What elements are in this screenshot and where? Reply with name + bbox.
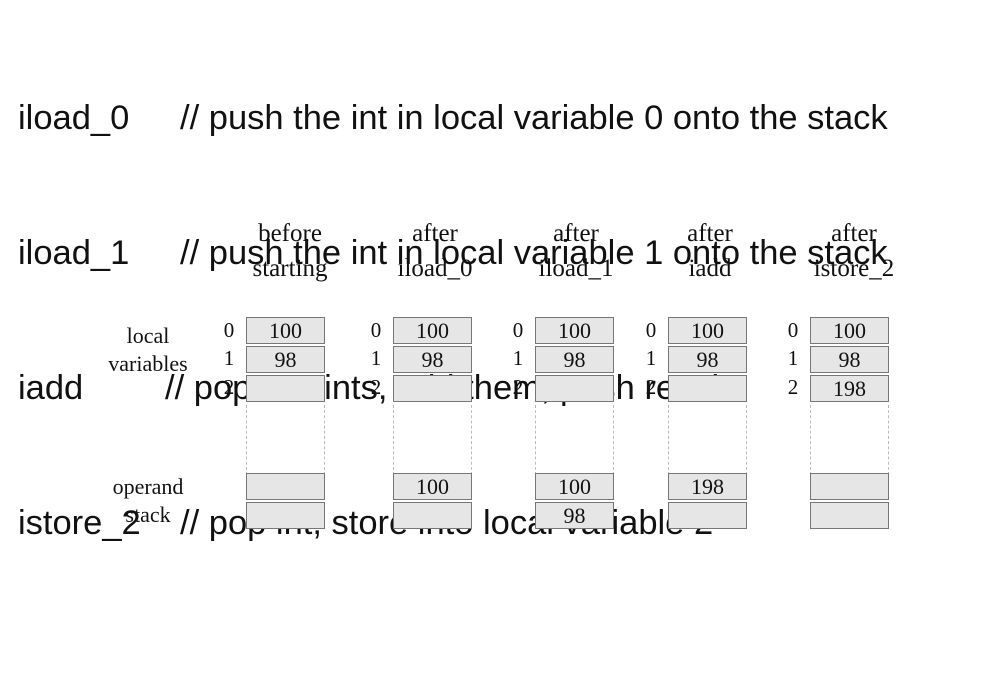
- stack-guide-line: [888, 405, 889, 475]
- local-slot: 98: [393, 346, 472, 373]
- local-slot: 198: [810, 375, 889, 402]
- column-header: after istore_2: [794, 216, 914, 286]
- local-slot: [246, 375, 325, 402]
- operand-stack-slot: 98: [535, 502, 614, 529]
- local-index: 1: [512, 346, 524, 370]
- stack-guide-line: [810, 405, 811, 475]
- local-slot: 98: [535, 346, 614, 373]
- header-line: before: [258, 220, 322, 247]
- column-header: after iadd: [650, 216, 770, 286]
- local-slot: 98: [246, 346, 325, 373]
- local-index: 1: [223, 346, 235, 370]
- local-index: 2: [223, 375, 235, 399]
- local-slot: [393, 375, 472, 402]
- stack-guide-line: [746, 405, 747, 475]
- header-line: starting: [252, 255, 328, 282]
- local-index: 0: [512, 318, 524, 342]
- local-slot: 100: [810, 317, 889, 344]
- local-index: 1: [370, 346, 382, 370]
- local-variables-label: local variables: [98, 322, 198, 378]
- operand-stack-slot: [810, 502, 889, 529]
- operand-stack-slot: [393, 502, 472, 529]
- local-index: 0: [223, 318, 235, 342]
- local-slot: 100: [393, 317, 472, 344]
- row-label-line: operand: [112, 474, 184, 499]
- header-line: iload_1: [538, 255, 614, 282]
- column-header: before starting: [230, 216, 350, 286]
- header-line: after: [831, 220, 877, 247]
- local-index: 1: [787, 346, 799, 370]
- code-line: iload_1 // push the int in local variabl…: [18, 231, 888, 276]
- instruction: istore_2: [18, 504, 141, 542]
- stack-guide-line: [393, 405, 394, 475]
- instruction: iload_1: [18, 234, 130, 272]
- local-index: 0: [787, 318, 799, 342]
- operand-stack-slot: [246, 473, 325, 500]
- header-line: iadd: [688, 255, 732, 282]
- instruction-comment: // push the int in local variable 0 onto…: [180, 99, 888, 137]
- header-line: istore_2: [813, 255, 895, 282]
- instruction: iadd: [18, 369, 84, 407]
- operand-stack-slot: [246, 502, 325, 529]
- column-header: after iload_1: [516, 216, 636, 286]
- local-index: 2: [370, 375, 382, 399]
- local-index: 2: [645, 375, 657, 399]
- instruction-comment: // push the int in local variable 1 onto…: [180, 234, 888, 272]
- column-header: after iload_0: [375, 216, 495, 286]
- row-label-line: variables: [108, 351, 188, 376]
- local-slot: 98: [810, 346, 889, 373]
- local-slot: 100: [246, 317, 325, 344]
- stack-guide-line: [613, 405, 614, 475]
- stack-guide-line: [324, 405, 325, 475]
- local-index: 0: [645, 318, 657, 342]
- operand-stack-slot: 198: [668, 473, 747, 500]
- header-line: after: [412, 220, 458, 247]
- header-line: after: [553, 220, 599, 247]
- row-label-line: local: [126, 323, 170, 348]
- stack-guide-line: [535, 405, 536, 475]
- operand-stack-slot: [668, 502, 747, 529]
- code-line: iload_0 // push the int in local variabl…: [18, 96, 888, 141]
- local-index: 0: [370, 318, 382, 342]
- local-slot: 98: [668, 346, 747, 373]
- local-index: 2: [787, 375, 799, 399]
- operand-stack-label: operand stack: [98, 473, 198, 529]
- stack-guide-line: [471, 405, 472, 475]
- header-line: iload_0: [397, 255, 473, 282]
- stack-guide-line: [668, 405, 669, 475]
- local-slot: 100: [668, 317, 747, 344]
- local-slot: 100: [535, 317, 614, 344]
- stack-guide-line: [246, 405, 247, 475]
- row-label-line: stack: [125, 502, 171, 527]
- instruction: iload_0: [18, 99, 130, 137]
- operand-stack-slot: 100: [535, 473, 614, 500]
- local-index: 2: [512, 375, 524, 399]
- local-slot: [535, 375, 614, 402]
- stack-frame-diagram: local variables operand stack before sta…: [98, 216, 914, 529]
- local-slot: [668, 375, 747, 402]
- local-index: 1: [645, 346, 657, 370]
- header-line: after: [687, 220, 733, 247]
- operand-stack-slot: 100: [393, 473, 472, 500]
- operand-stack-slot: [810, 473, 889, 500]
